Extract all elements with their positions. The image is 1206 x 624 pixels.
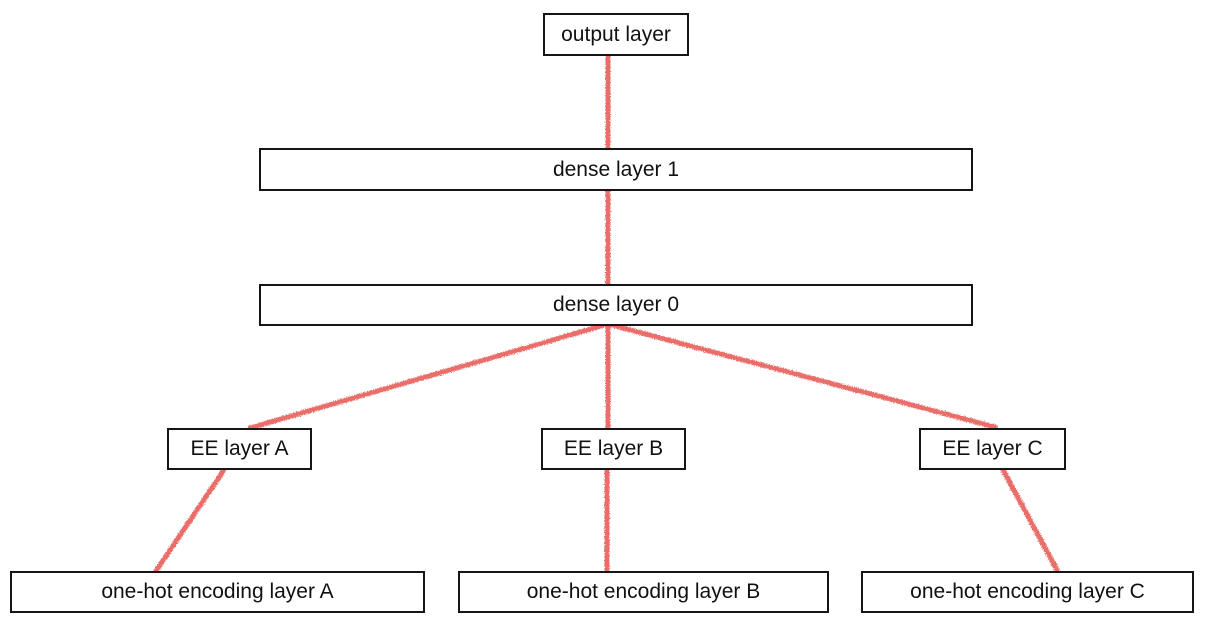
node-ee-layer-a: EE layer A [167,428,312,470]
node-one-hot-encoding-layer-c: one-hot encoding layer C [861,571,1194,613]
edge-ohA-eeA [153,467,227,574]
node-ee-layer-c: EE layer C [919,428,1066,470]
edge-ohC-eeC [1000,467,1060,573]
node-dense-layer-0: dense layer 0 [259,284,973,326]
node-dense-layer-1: dense layer 1 [259,148,973,191]
edge-eeA-dense0 [247,321,611,431]
node-output-layer: output layer [543,13,689,56]
edge-eeC-dense0 [605,321,998,430]
node-one-hot-encoding-layer-a: one-hot encoding layer A [10,571,425,613]
node-one-hot-encoding-layer-b: one-hot encoding layer B [458,571,829,613]
node-ee-layer-b: EE layer B [541,428,686,470]
